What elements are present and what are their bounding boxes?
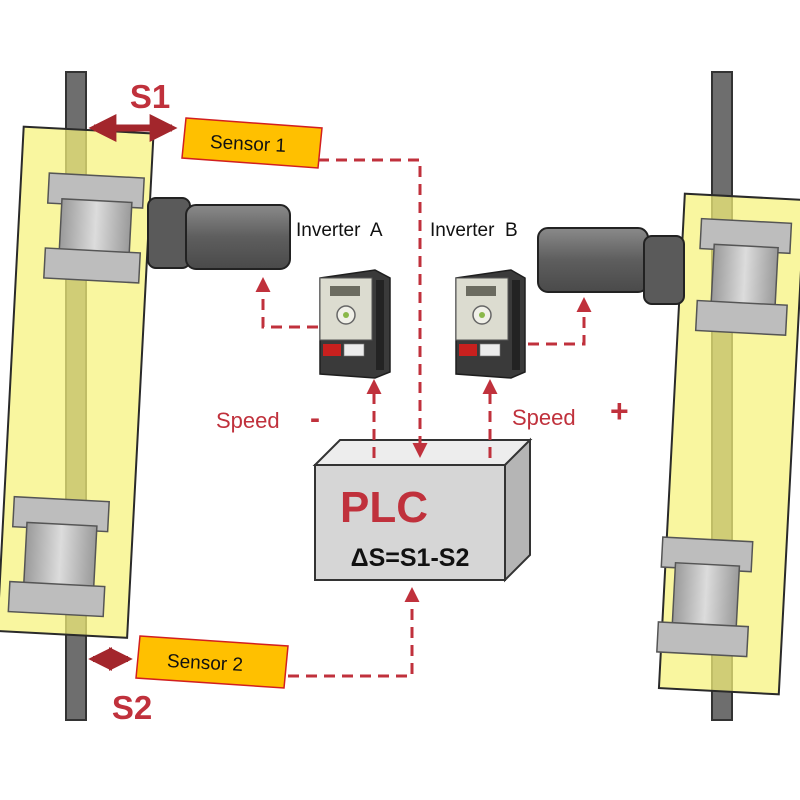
- right-bottom-wheel: [656, 536, 754, 658]
- speed-left-label: Speed: [216, 408, 280, 433]
- left-top-wheel: [43, 172, 145, 284]
- s1-label: S1: [130, 78, 170, 115]
- right-rail-assembly: [656, 71, 800, 721]
- sensor-1-label: Sensor 1: [209, 132, 286, 157]
- right-top-wheel: [694, 217, 793, 336]
- left-rail-assembly: [0, 71, 155, 721]
- sensor-2-label: Sensor 2: [166, 651, 243, 676]
- signal-lines: [255, 158, 592, 678]
- plc-label: PLC: [340, 483, 428, 532]
- sensor1-to-plc-line: [318, 158, 428, 458]
- inverter-b-label: Inverter B: [430, 220, 518, 241]
- speed-right-sign: +: [610, 393, 629, 429]
- s2-label: S2: [112, 689, 152, 726]
- sensor2-to-plc-line: [288, 587, 420, 678]
- inverter-b-drive-icon: [455, 269, 526, 379]
- left-motor: [147, 197, 291, 270]
- inverter-a-to-motor-line: [255, 277, 318, 329]
- plc-formula: ΔS=S1-S2: [351, 544, 470, 572]
- inverter-a-drive-icon: [319, 269, 391, 379]
- inverter-a-label: Inverter A: [296, 220, 383, 241]
- sensor-1: Sensor 1: [181, 117, 323, 169]
- sensor-2: Sensor 2: [135, 635, 289, 689]
- speed-right-label: Speed: [512, 405, 576, 430]
- inverter-b-to-motor-line: [528, 297, 592, 346]
- speed-left-sign: -: [310, 402, 320, 435]
- right-motor: [537, 227, 685, 305]
- left-bottom-wheel: [7, 495, 110, 618]
